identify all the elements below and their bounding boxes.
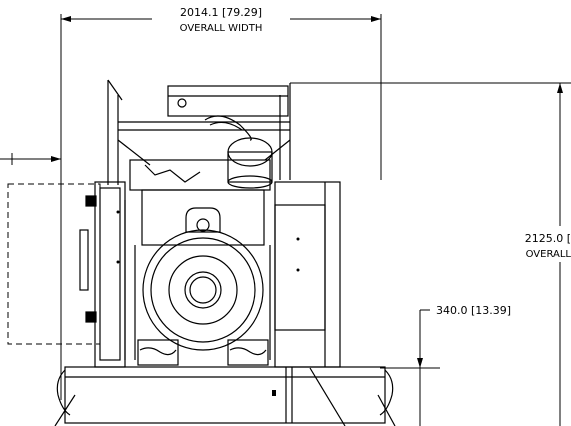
base-marker [272, 390, 276, 396]
overall-width-label: OVERALL WIDTH [180, 23, 263, 34]
panel-dot-2 [296, 268, 300, 272]
left-dim-arrow [51, 156, 61, 162]
base-frame [64, 366, 386, 424]
enclosure-inner [274, 204, 326, 331]
alternator-outer-ring [142, 229, 264, 351]
leader-center [309, 367, 346, 426]
control-handle [79, 229, 89, 291]
air-box-bolt [177, 98, 187, 108]
frame-diagonal-right [264, 139, 291, 161]
alternator-ring-2 [150, 237, 256, 343]
overall-height-label: OVERALL [526, 249, 571, 260]
base-cap-left [56, 369, 71, 416]
base-height-value: 340.0 [13.39] [436, 304, 511, 317]
mount-right [227, 339, 269, 366]
frame-diagonal-left [117, 139, 151, 166]
width-arrow-left [61, 16, 71, 22]
overall-width-value: 2014.1 [79.29] [180, 6, 262, 19]
left-dimension-fragment [0, 153, 61, 165]
hinge-lower [85, 311, 97, 323]
leader-left [54, 394, 76, 426]
mount-spring-left [139, 347, 177, 356]
base-cap-right [379, 369, 394, 416]
mount-left [137, 339, 179, 366]
engine-upper [129, 159, 271, 191]
base-arrow-top [417, 358, 423, 368]
alternator-housing [141, 189, 265, 246]
control-dot-1 [116, 210, 120, 214]
alternator-hub-inner [189, 276, 217, 304]
panel-dot-1 [296, 237, 300, 241]
control-dot-2 [116, 260, 120, 264]
base-height-dimension [380, 309, 440, 426]
detail-dots [116, 210, 300, 396]
control-box-inner [99, 187, 121, 361]
overall-height-value: 2125.0 [ [525, 232, 571, 245]
intake-hose-inner [209, 121, 243, 131]
engine-detail [144, 164, 201, 183]
air-filter-bottom [227, 175, 273, 189]
overall-height-dimension [290, 82, 571, 426]
air-filter-body [227, 151, 273, 183]
intake-hose [204, 115, 252, 141]
alternator-hub [184, 271, 222, 309]
height-arrow-top [557, 83, 563, 93]
alternator-ring-3 [168, 255, 238, 325]
generator-assembly [54, 79, 396, 426]
leader-right [377, 394, 396, 426]
enclosure-panel [274, 181, 341, 368]
air-box [167, 85, 289, 117]
hinge-upper [85, 195, 97, 207]
width-arrow-right [371, 16, 381, 22]
overall-width-dimension [60, 14, 382, 400]
lifting-eye [185, 207, 221, 233]
frame-bracket [107, 79, 123, 101]
mount-spring-right [229, 347, 267, 356]
lifting-eye-hole [196, 218, 210, 232]
